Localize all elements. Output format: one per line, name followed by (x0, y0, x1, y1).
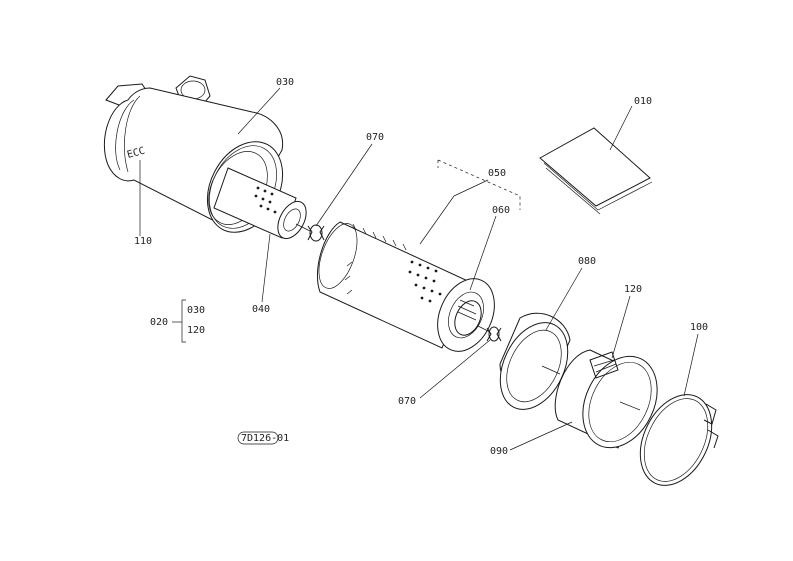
group-label: 020 (150, 317, 168, 328)
band-clamp (639, 394, 719, 486)
inner-tube (213, 167, 307, 240)
group-member-120: 120 (187, 325, 205, 336)
label-110: 110 (134, 236, 152, 247)
element-perforations (408, 260, 442, 303)
leader-lines (139, 87, 699, 451)
label-080: 080 (578, 256, 596, 267)
label-010: 010 (634, 96, 652, 107)
label-070-lower: 070 (398, 396, 416, 407)
label-030: 030 (276, 77, 294, 88)
wing-nut-lower (477, 325, 502, 342)
pleat-fins (344, 223, 407, 295)
tube-perforations (254, 186, 277, 214)
assembly-group-020: 020 030 120 (150, 299, 205, 343)
group-member-030: 030 (187, 305, 205, 316)
cover (554, 349, 658, 449)
label-120: 120 (624, 284, 642, 295)
label-070-upper: 070 (366, 132, 384, 143)
label-050: 050 (488, 168, 506, 179)
drawing-code-stamp: 7D126-01 (237, 431, 289, 445)
label-100: 100 (690, 322, 708, 333)
label-040: 040 (252, 304, 270, 315)
cover-seal (499, 312, 571, 410)
decal-text: ECC (126, 146, 146, 161)
element-group-bracket (437, 159, 521, 210)
manual-booklet (539, 127, 653, 215)
wing-nut-upper (295, 223, 325, 242)
part-labels: 030 010 070 050 060 110 040 080 120 100 … (134, 77, 708, 457)
label-090: 090 (490, 446, 508, 457)
label-060: 060 (492, 205, 510, 216)
filter-element (316, 221, 495, 352)
drawing-code: 7D126-01 (241, 433, 289, 444)
